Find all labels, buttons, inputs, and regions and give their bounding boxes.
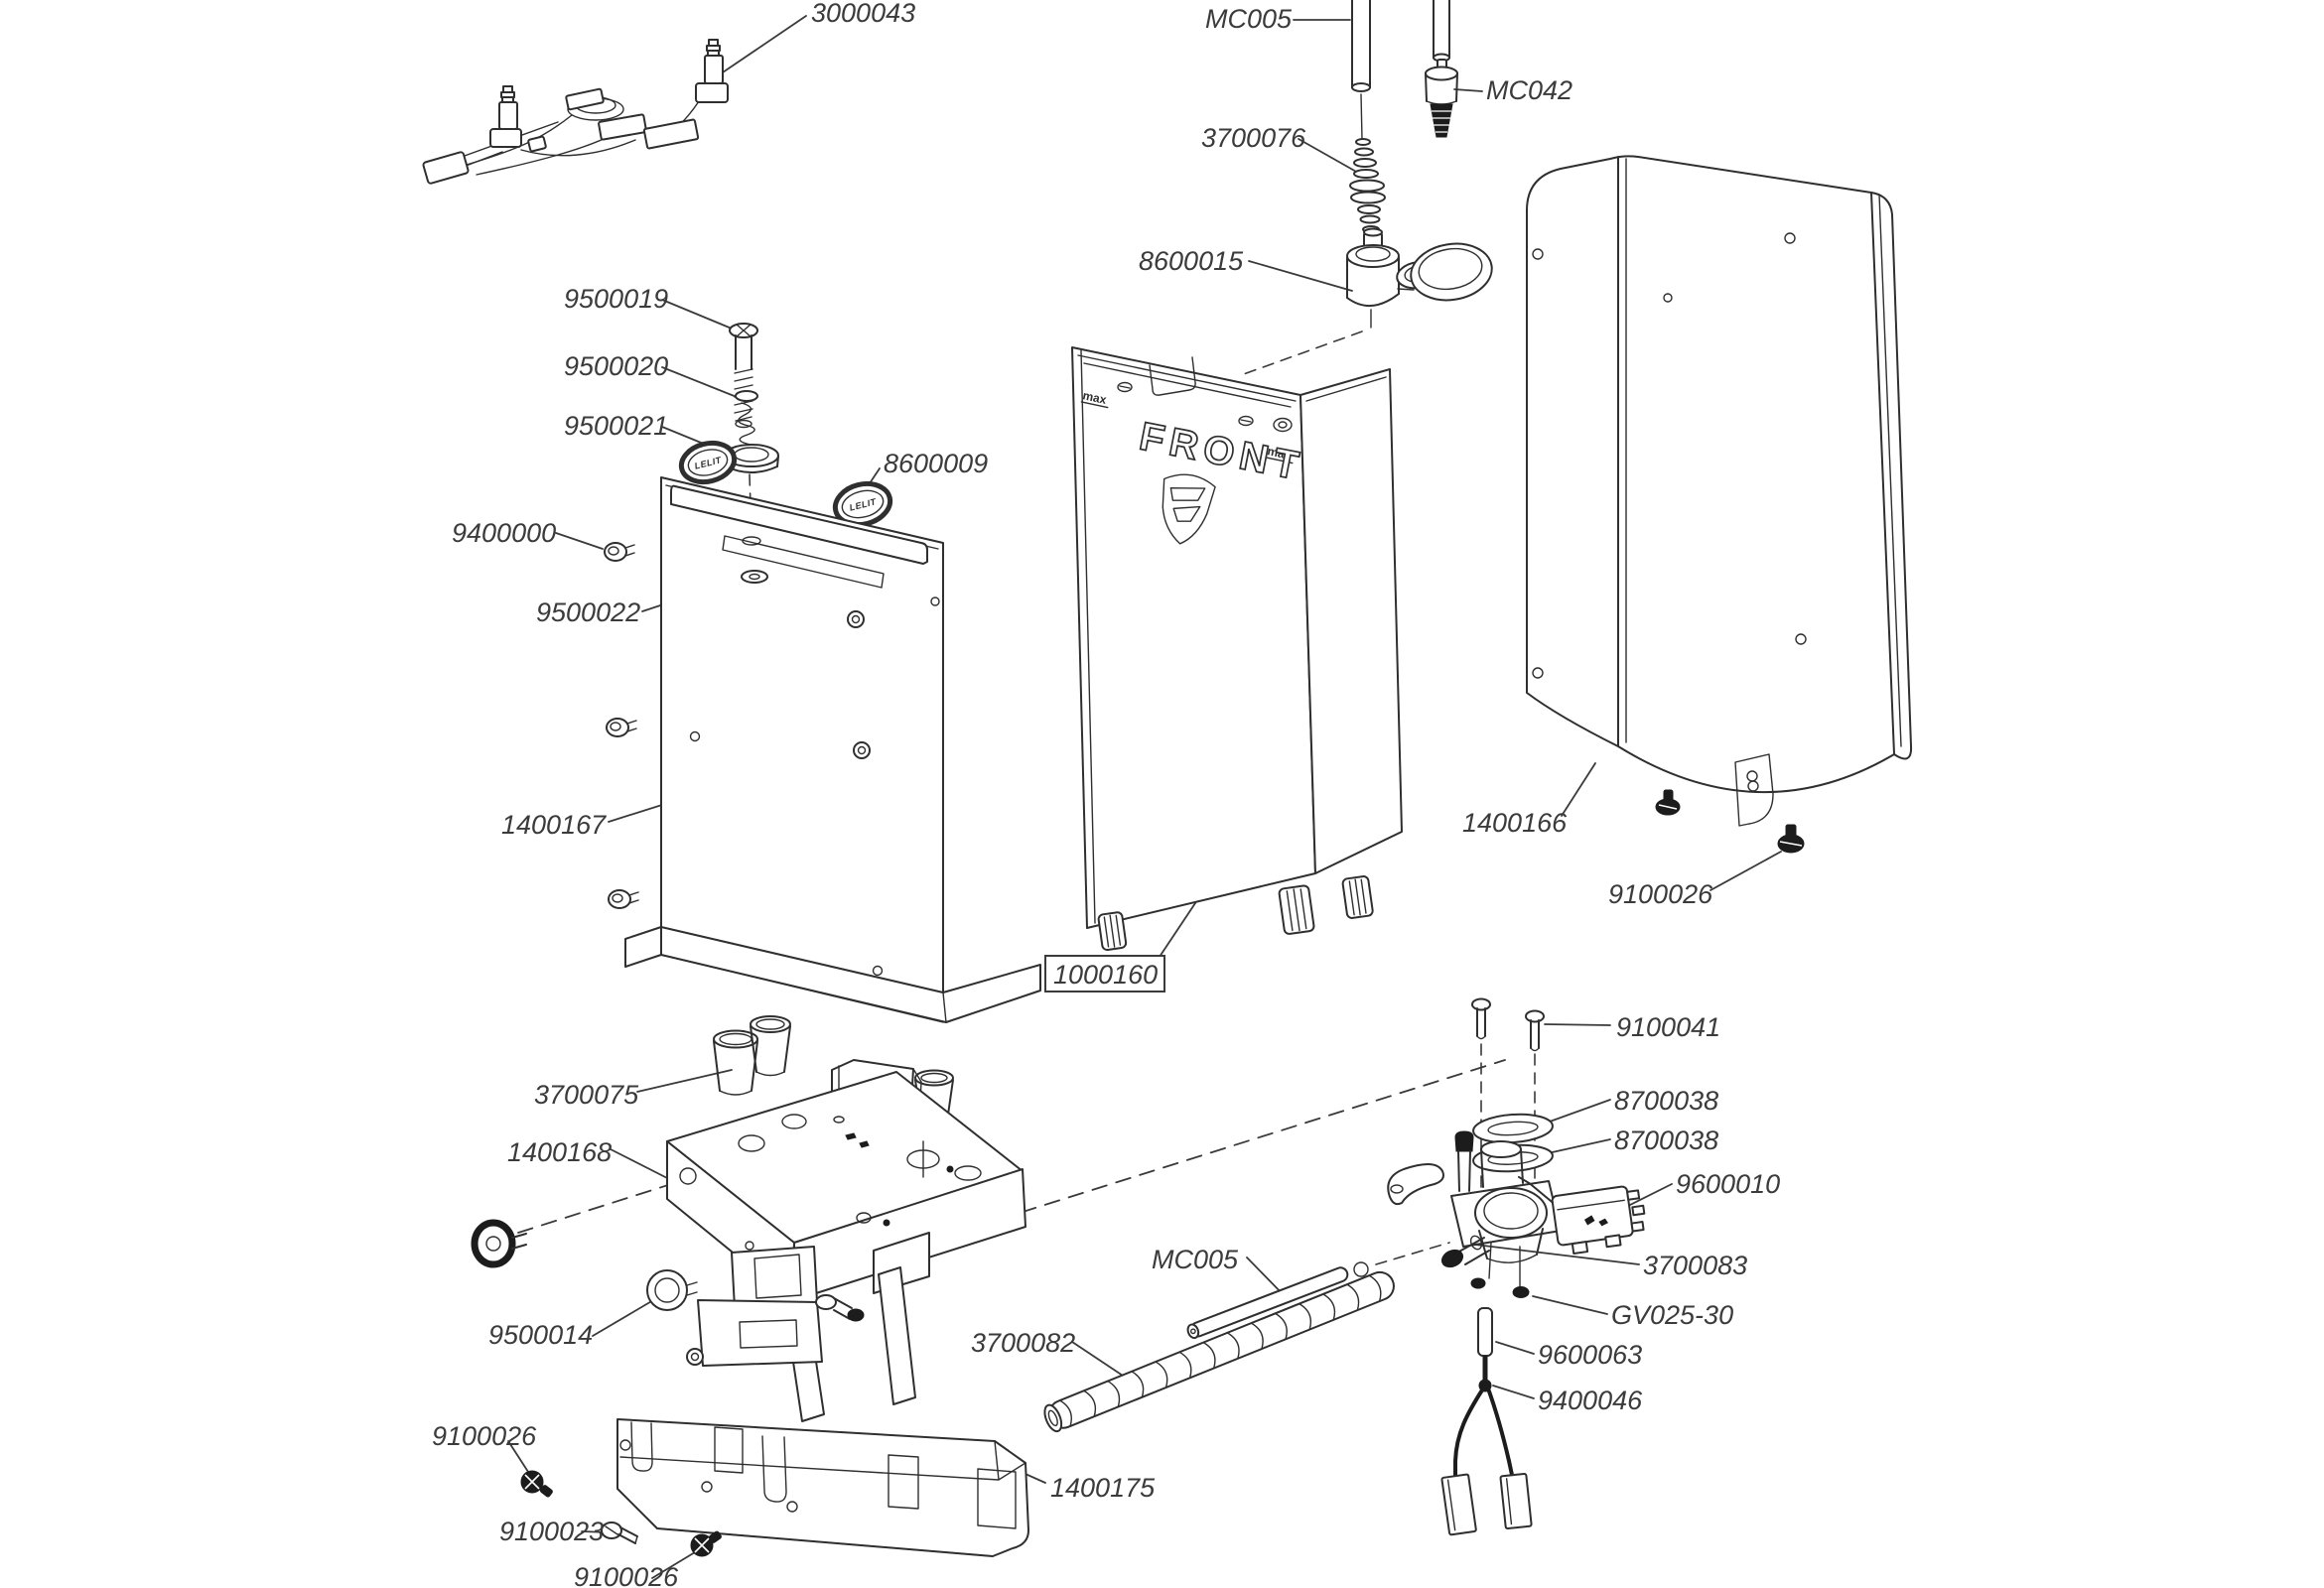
part-label-mc005-mid: MC005	[1152, 1245, 1239, 1274]
part-label-9500020: 9500020	[564, 351, 668, 381]
silicone-tube-drawing	[1351, 0, 1450, 140]
tank-leg	[1341, 875, 1374, 919]
part-label-gv025-30: GV025-30	[1611, 1300, 1733, 1330]
part-label-8700038-b: 8700038	[1614, 1125, 1718, 1155]
part-label-3700075: 3700075	[534, 1080, 639, 1110]
side-panel-drawing	[604, 476, 1041, 1023]
microswitch-drawing	[1517, 1175, 1646, 1255]
part-label-1400167: 1400167	[501, 810, 607, 840]
cable-drawing	[1440, 1307, 1533, 1536]
part-label-1000160: 1000160	[1053, 960, 1158, 990]
part-label-9500021: 9500021	[564, 411, 668, 441]
boxed-part-label: 1000160	[1044, 955, 1165, 992]
part-labels: 3000043 MC005 MC042 3700076 8600015 9500…	[432, 0, 1780, 1588]
screw-icon	[601, 1522, 638, 1544]
part-label-9100026-bottom-left: 9100026	[432, 1421, 537, 1451]
brand-badge: LELIT	[832, 480, 893, 528]
screw-icon	[1655, 789, 1681, 816]
tank-max-label: max	[1266, 444, 1293, 463]
part-label-3700083: 3700083	[1643, 1251, 1747, 1280]
grommet-drawing	[471, 1219, 698, 1311]
part-label-9500019: 9500019	[564, 284, 668, 314]
screw-icon	[520, 1470, 553, 1498]
screw-icon	[606, 718, 637, 737]
screw-icon	[604, 542, 635, 562]
part-label-3700076: 3700076	[1201, 123, 1306, 153]
part-label-9600063: 9600063	[1538, 1340, 1642, 1370]
jack-plug-icon	[695, 39, 729, 103]
brand-logo-icon	[1162, 473, 1216, 545]
part-label-9500014: 9500014	[488, 1320, 593, 1350]
wire-harness-drawing	[422, 39, 729, 185]
part-label-3700082: 3700082	[971, 1328, 1075, 1358]
part-label-1400166: 1400166	[1462, 808, 1568, 838]
pump-head-drawing	[1346, 227, 1493, 329]
part-label-9100026-bottom: 9100026	[574, 1562, 679, 1588]
part-label-mc042: MC042	[1486, 75, 1572, 105]
tube-drawing	[1186, 1266, 1349, 1340]
jack-plug-icon	[489, 85, 522, 148]
part-label-9400046: 9400046	[1538, 1386, 1643, 1415]
part-label-8700038-a: 8700038	[1614, 1086, 1718, 1116]
drain-valve-drawing	[1387, 1130, 1562, 1298]
mounting-plate-drawing	[666, 1071, 1026, 1422]
part-label-8600009: 8600009	[884, 449, 988, 478]
valve-screws-drawing	[1471, 997, 1545, 1052]
tank-max-label: max	[1081, 388, 1108, 407]
tank-leg	[1278, 884, 1315, 935]
lower-mount-drawing	[686, 1246, 865, 1367]
water-tank-drawing: max max FRONT	[1071, 346, 1403, 952]
screw-icon	[690, 1530, 722, 1557]
part-label-9500022: 9500022	[536, 597, 640, 627]
wrap-cover-drawing	[1526, 155, 1913, 827]
spiral-hose-drawing	[1043, 1270, 1395, 1433]
part-label-9100041: 9100041	[1616, 1012, 1720, 1042]
brand-badge: LELIT	[678, 440, 738, 485]
part-label-8600015: 8600015	[1139, 246, 1244, 276]
screw-icon	[608, 889, 639, 909]
check-valve-drawing	[1425, 59, 1458, 138]
part-label-1400175: 1400175	[1050, 1473, 1156, 1503]
part-label-3000043: 3000043	[811, 0, 915, 28]
base-tray-drawing	[616, 1418, 1029, 1557]
screw-icon	[1777, 824, 1805, 854]
part-label-9100023: 9100023	[499, 1517, 604, 1546]
part-label-9600010: 9600010	[1676, 1169, 1780, 1199]
tank-leg	[1097, 911, 1128, 952]
part-label-mc005-top: MC005	[1205, 4, 1293, 34]
part-label-9100026-right: 9100026	[1608, 879, 1713, 909]
part-label-9400000: 9400000	[452, 518, 556, 548]
part-label-1400168: 1400168	[507, 1137, 612, 1167]
